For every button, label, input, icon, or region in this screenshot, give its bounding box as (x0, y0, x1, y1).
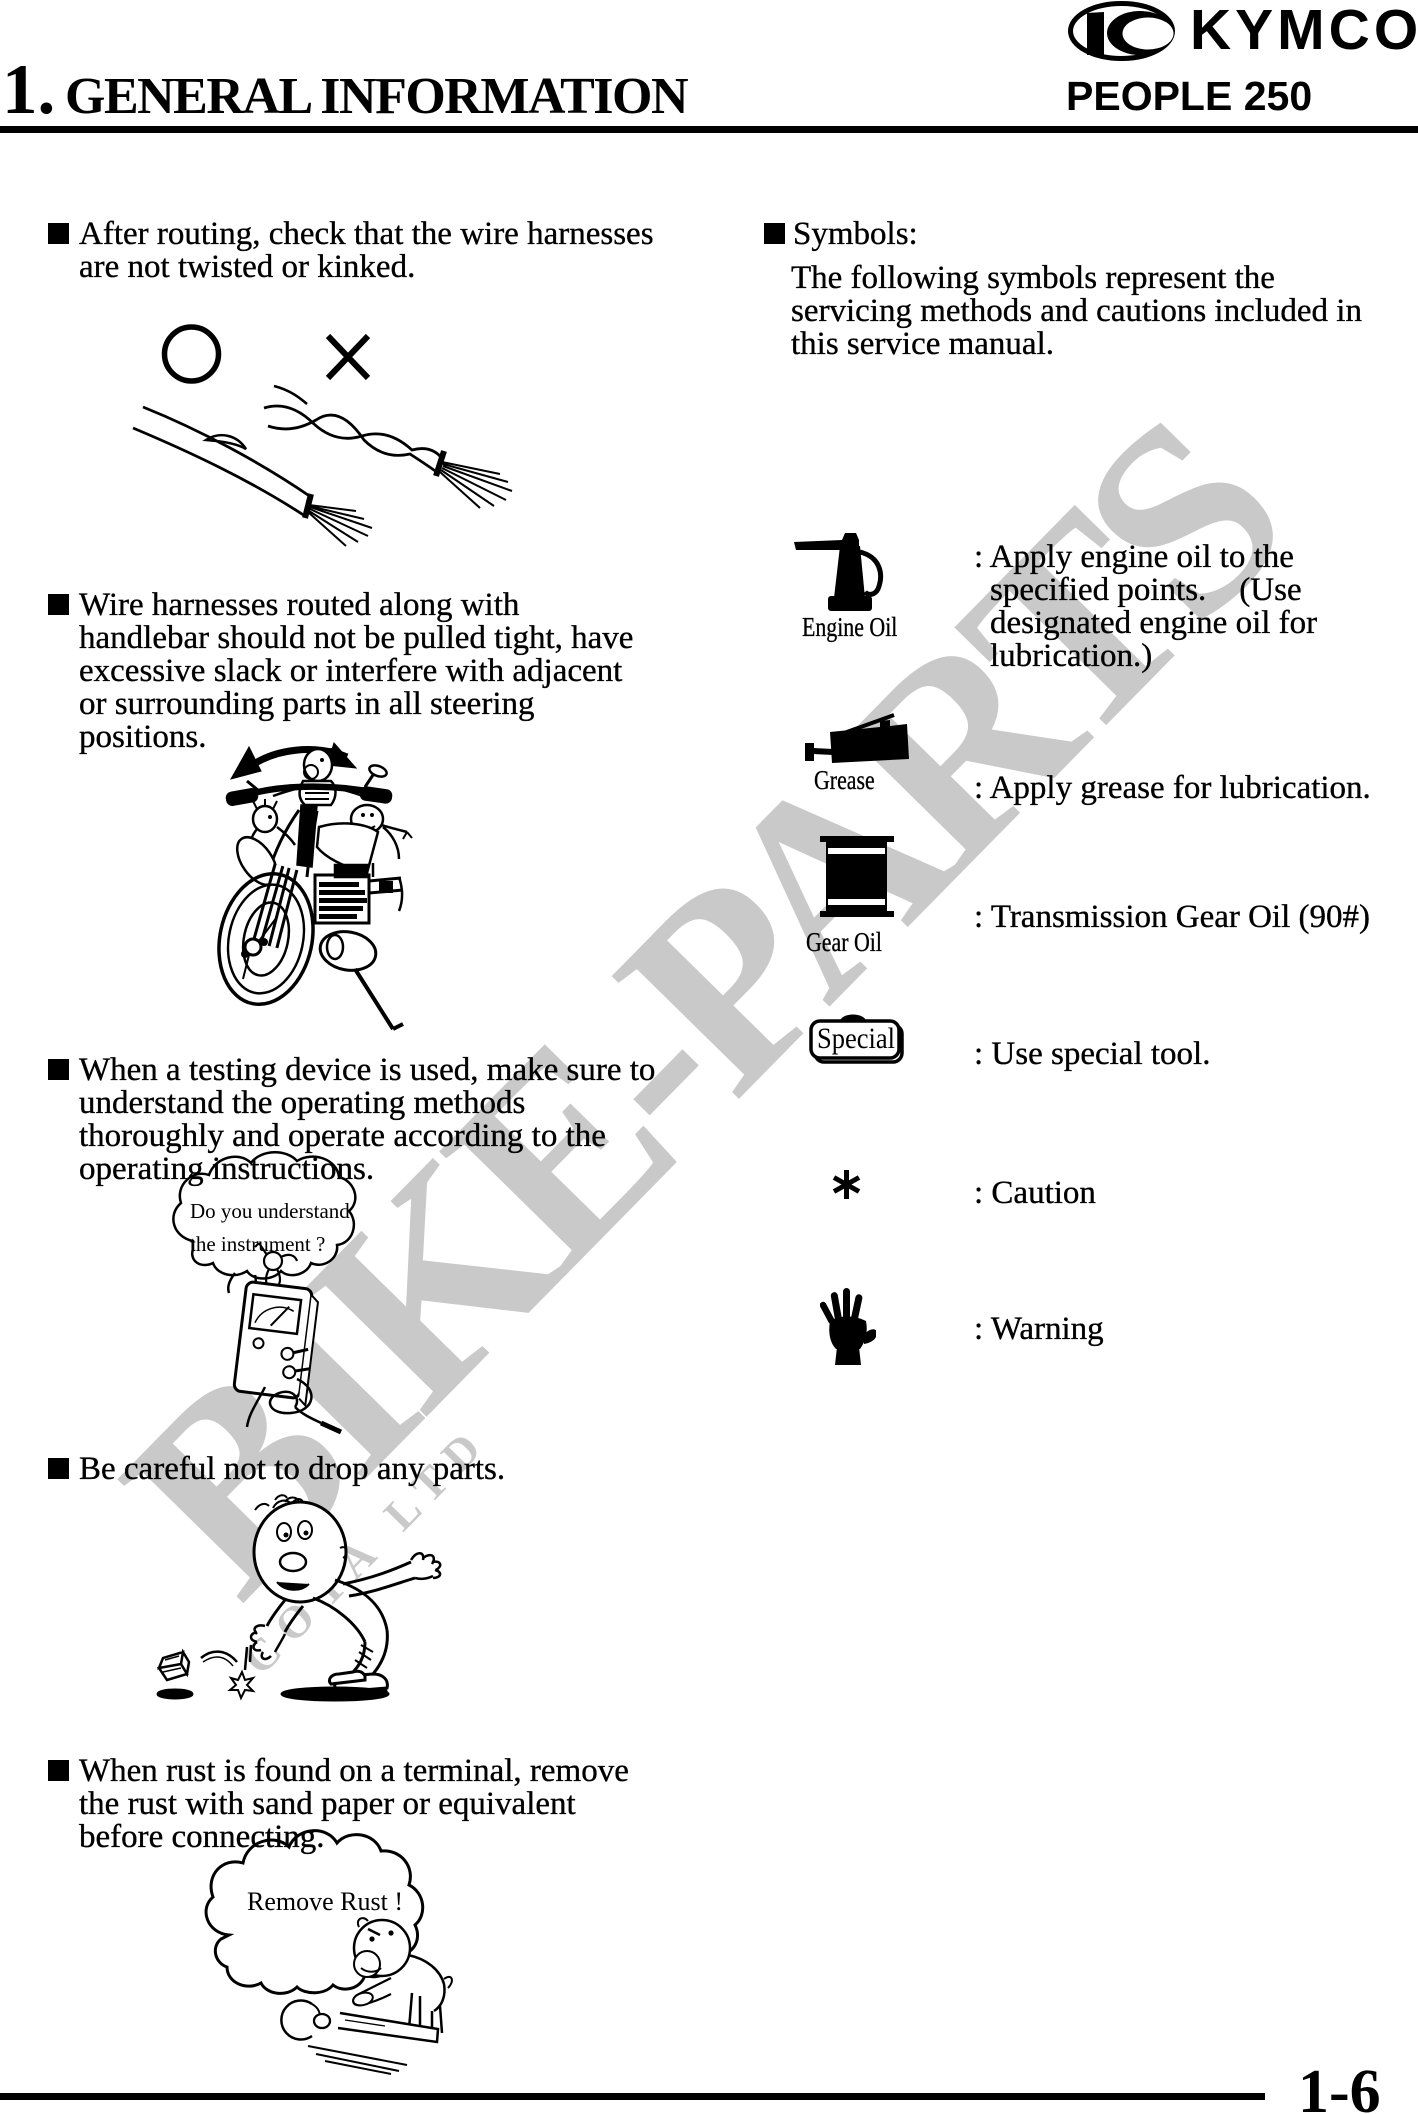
svg-text:Do you understand: Do you understand (190, 1199, 350, 1223)
svg-text:Special: Special (817, 1022, 895, 1055)
svg-text:Remove Rust !: Remove Rust ! (247, 1887, 403, 1916)
